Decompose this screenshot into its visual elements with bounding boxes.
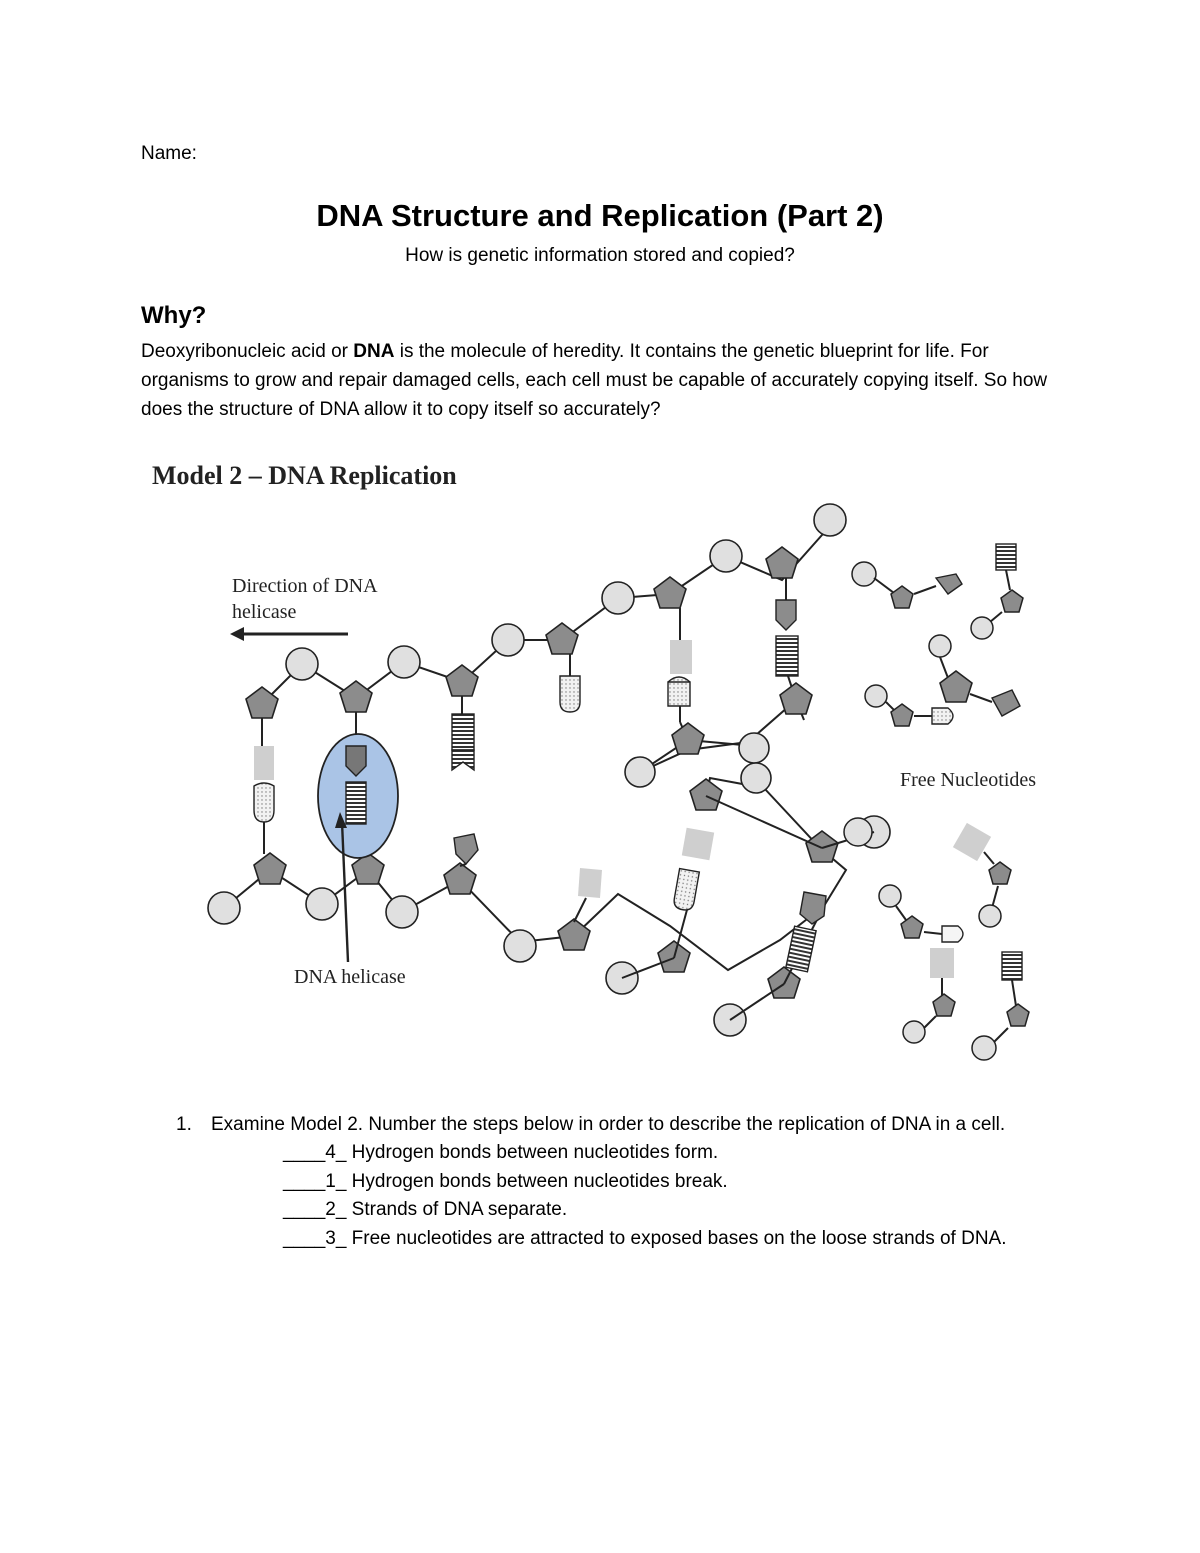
page-subtitle: How is genetic information stored and co… xyxy=(405,245,795,266)
why-bold-term: DNA xyxy=(353,341,395,362)
direction-label-line1: Direction of DNA xyxy=(232,575,378,597)
step-item[interactable]: ____2_ Strands of DNA separate. xyxy=(283,1199,568,1220)
step-item[interactable]: ____3_ Free nucleotides are attracted to… xyxy=(283,1227,1007,1249)
question-prompt: Examine Model 2. Number the steps below … xyxy=(211,1114,1006,1135)
question-1: 1. Examine Model 2. Number the steps bel… xyxy=(176,1111,1066,1253)
lower-strand xyxy=(207,762,891,1037)
lower-bases xyxy=(367,827,827,973)
why-paragraph: Deoxyribonucleic acid or DNA is the mole… xyxy=(141,337,1071,424)
direction-arrow xyxy=(230,627,348,641)
step-item[interactable]: ____4_ Hydrogen bonds between nucleotide… xyxy=(283,1142,719,1163)
dna-helicase-label: DNA helicase xyxy=(294,966,406,988)
free-nucleotides-label: Free Nucleotides xyxy=(900,769,1036,791)
steps-list: ____4_ Hydrogen bonds between nucleotide… xyxy=(283,1139,1066,1253)
upper-strand xyxy=(245,503,847,719)
name-label: Name: xyxy=(141,143,197,164)
model-title: Model 2 – DNA Replication xyxy=(152,461,457,490)
upper-new-strand xyxy=(624,682,813,788)
free-nucleotides xyxy=(843,543,1030,1061)
why-heading: Why? xyxy=(141,302,207,329)
direction-label-line2: helicase xyxy=(232,601,297,623)
page-title: DNA Structure and Replication (Part 2) xyxy=(316,198,884,233)
why-text-after: is the molecule of heredity. It contains… xyxy=(141,341,1048,420)
dna-replication-figure: Model 2 – DNA Replication Direction of D… xyxy=(152,461,1036,1061)
why-text-before: Deoxyribonucleic acid or xyxy=(141,341,354,362)
model-2-diagram: Model 2 – DNA Replication Direction of D… xyxy=(140,450,1070,1080)
step-item[interactable]: ____1_ Hydrogen bonds between nucleotide… xyxy=(283,1170,728,1192)
question-number: 1. xyxy=(176,1114,192,1135)
dna-helicase xyxy=(317,733,399,963)
